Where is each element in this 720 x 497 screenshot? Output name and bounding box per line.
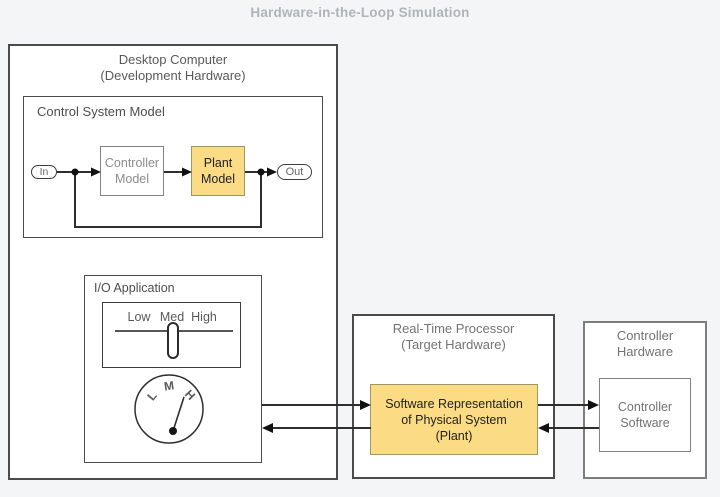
slider-label-med: Med bbox=[159, 310, 185, 324]
slider-label-high: High bbox=[191, 310, 217, 324]
controller-hardware-line2: Hardware bbox=[616, 344, 674, 359]
real-time-processor-line2: (Target Hardware) bbox=[401, 337, 506, 352]
out-port-label: Out bbox=[285, 166, 304, 178]
diagram-title: Hardware-in-the-Loop Simulation bbox=[250, 5, 470, 20]
controller-software-line2: Software bbox=[620, 416, 670, 430]
in-port: In bbox=[31, 165, 57, 179]
plant-model-line1: Plant bbox=[203, 156, 233, 170]
controller-hardware-line1: Controller bbox=[616, 328, 674, 343]
software-representation-line2: of Physical System bbox=[401, 412, 507, 427]
control-system-model-box: Control System Model bbox=[23, 96, 323, 238]
controller-hardware-label: Controller Hardware bbox=[585, 323, 705, 360]
out-port: Out bbox=[277, 164, 312, 180]
plant-model-block: Plant Model bbox=[191, 146, 245, 196]
controller-model-block: Controller Model bbox=[100, 146, 164, 196]
controller-model-line2: Model bbox=[114, 172, 150, 186]
desktop-computer-label-line2: (Development Hardware) bbox=[100, 68, 246, 83]
controller-model-line1: Controller bbox=[104, 156, 160, 170]
io-application-label: I/O Application bbox=[94, 281, 175, 295]
slider-control: Low Med High bbox=[102, 302, 241, 368]
software-representation-line3: (Plant) bbox=[435, 428, 473, 443]
desktop-computer-label: Desktop Computer (Development Hardware) bbox=[10, 46, 336, 84]
software-representation-line1: Software Representation bbox=[385, 396, 523, 411]
control-system-model-label: Control System Model bbox=[37, 104, 165, 119]
slider-label-low: Low bbox=[127, 310, 151, 324]
controller-software-block: Controller Software bbox=[599, 378, 691, 452]
software-representation-block: Software Representation of Physical Syst… bbox=[370, 384, 538, 455]
controller-software-line1: Controller bbox=[617, 400, 673, 414]
in-port-label: In bbox=[39, 166, 49, 178]
desktop-computer-label-line1: Desktop Computer bbox=[118, 52, 228, 67]
plant-model-line2: Model bbox=[200, 172, 236, 186]
slider-thumb bbox=[167, 322, 179, 359]
real-time-processor-label: Real-Time Processor (Target Hardware) bbox=[354, 316, 553, 353]
real-time-processor-line1: Real-Time Processor bbox=[392, 321, 515, 336]
